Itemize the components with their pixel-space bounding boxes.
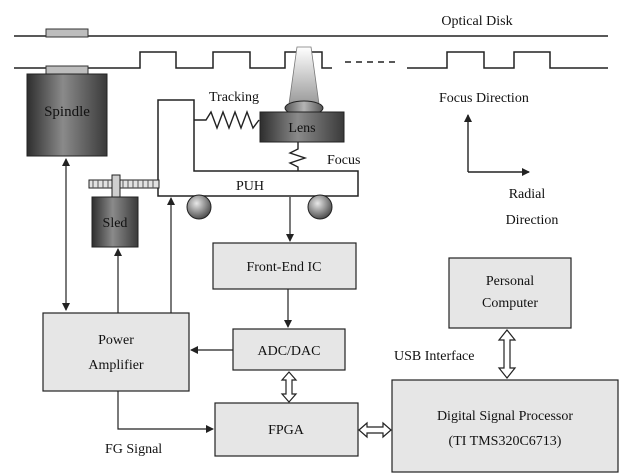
optical-disk: Optical Disk (14, 14, 608, 69)
usb-interface-label: USB Interface (394, 349, 474, 364)
laser-beam (288, 46, 320, 105)
power-amplifier-label-line2: Amplifier (88, 358, 144, 373)
adc-fpga-bus-arrow (280, 371, 298, 403)
adc-dac-label: ADC/DAC (257, 344, 320, 359)
disk-pit-track (14, 51, 332, 69)
fpga-dsp-bus-arrow (358, 421, 392, 439)
usb-bus-arrow (497, 329, 517, 379)
power-amplifier-label-line1: Power (98, 333, 134, 348)
sled-body (91, 196, 139, 248)
tracking-label: Tracking (209, 90, 259, 105)
disk-pit-track-right (407, 51, 608, 69)
personal-computer-block: Personal Computer (448, 257, 572, 329)
fg-signal-arrow (117, 391, 214, 433)
focus-label: Focus (327, 153, 360, 168)
lens-label: Lens (288, 121, 315, 136)
dsp-label-line1: Digital Signal Processor (437, 409, 573, 424)
front-end-ic-label: Front-End IC (246, 260, 321, 275)
spindle-body (26, 73, 108, 157)
personal-computer-label-line2: Computer (482, 296, 538, 311)
spindle-label: Spindle (44, 104, 90, 120)
spindle-motor: Spindle (26, 28, 108, 157)
focus-spring (288, 142, 308, 171)
adc-dac-block: ADC/DAC (232, 328, 346, 371)
direction-label: Direction (506, 213, 559, 228)
dsp-label-line2: (TI TMS320C6713) (449, 434, 562, 449)
axis-indicator: Focus Direction Radial Direction (439, 91, 558, 228)
front-end-ic-block: Front-End IC (212, 242, 357, 290)
disk-title: Optical Disk (441, 14, 512, 29)
radial-label: Radial (509, 187, 546, 202)
fpga-block: FPGA (214, 402, 359, 457)
tracking-spring (194, 110, 260, 130)
spindle-hub-top (45, 28, 89, 38)
fg-signal-label: FG Signal (105, 442, 162, 457)
focus-direction-label: Focus Direction (439, 91, 529, 106)
lens-holder (259, 111, 345, 143)
sled-shaft (111, 174, 121, 198)
sled-assembly: Sled (88, 174, 160, 248)
puh-wheel-right (307, 194, 333, 220)
fpga-label: FPGA (268, 423, 305, 438)
personal-computer-label-line1: Personal (486, 274, 534, 289)
puh-label: PUH (236, 179, 264, 194)
puh-carriage: PUH Tracking Lens Focus (157, 46, 360, 220)
power-amplifier-block: Power Amplifier (42, 312, 190, 392)
connections (62, 158, 294, 433)
sled-label: Sled (103, 216, 128, 231)
puh-frame (157, 99, 359, 197)
sled-lead-screw (88, 179, 160, 189)
dsp-block: Digital Signal Processor (TI TMS320C6713… (391, 379, 619, 473)
spindle-hub-bottom (45, 65, 89, 75)
puh-wheel-left (186, 194, 212, 220)
